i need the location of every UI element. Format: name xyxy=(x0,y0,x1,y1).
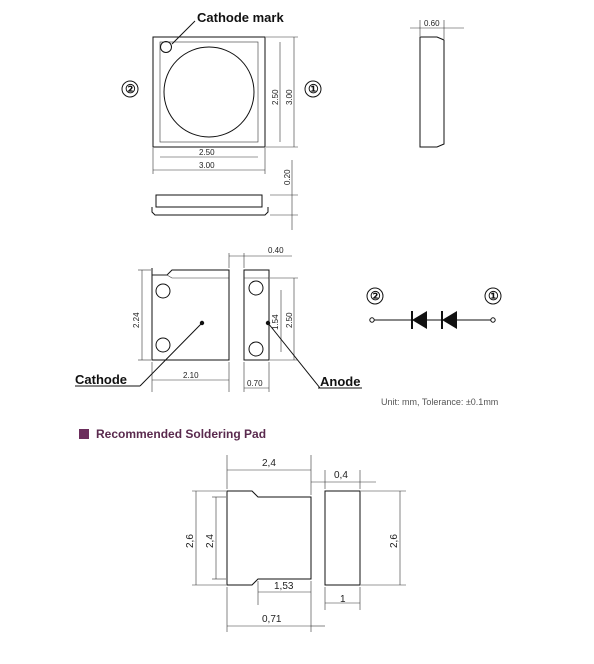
top-view: Cathode mark 2.50 3.00 2.50 3.00 ② ① xyxy=(121,10,322,174)
anode-label: Anode xyxy=(320,374,360,389)
pad-dim-width-top: 2,4 xyxy=(262,458,276,469)
dim-pad-gap: 0.40 xyxy=(268,246,284,255)
pin2-label-diode: ② xyxy=(370,289,381,303)
dim-top-height-inner: 2.50 xyxy=(271,89,280,105)
pin1-label-top: ① xyxy=(308,82,319,96)
cathode-label: Cathode xyxy=(75,372,127,387)
unit-tolerance-note: Unit: mm, Tolerance: ±0.1mm xyxy=(381,397,498,407)
dim-bottom-left-width: 2.10 xyxy=(183,371,199,380)
dim-bottom-left-height: 2.24 xyxy=(132,312,141,328)
bottom-view: 0.40 2.24 1.54 2.50 2.10 0.70 Cathode An… xyxy=(75,246,362,392)
side-view-right: 0.60 xyxy=(410,19,464,148)
pad-dim-right-height: 2,6 xyxy=(389,534,400,548)
dim-bottom-right-width: 0.70 xyxy=(247,379,263,388)
pad-dim-gap-width: 1,53 xyxy=(274,581,294,592)
diode-symbol: ② ① xyxy=(366,287,502,329)
dim-top-width-outer: 3.00 xyxy=(199,161,215,170)
pin2-label-top: ② xyxy=(125,82,136,96)
cathode-mark-label: Cathode mark xyxy=(197,10,284,25)
pad-dim-left-height-outer: 2,6 xyxy=(185,534,196,548)
dim-bottom-right-inner: 1.54 xyxy=(271,314,280,330)
dim-top-width-inner: 2.50 xyxy=(199,148,215,157)
pad-dim-right-width: 0,4 xyxy=(334,470,348,481)
pin1-label-diode: ① xyxy=(488,289,499,303)
dim-side-height: 0.20 xyxy=(283,169,292,185)
pad-dim-left-height-inner: 2,4 xyxy=(205,534,216,548)
side-view-profile: 0.20 xyxy=(151,160,298,230)
section-title: Recommended Soldering Pad xyxy=(96,427,266,441)
soldering-pad-drawing: 2,4 0,4 2,6 2,4 2,6 1,53 1 0,71 xyxy=(185,455,406,632)
dim-side-thickness: 0.60 xyxy=(424,19,440,28)
pad-dim-bottom-width: 0,71 xyxy=(262,614,282,625)
dim-bottom-right-outer: 2.50 xyxy=(285,312,294,328)
dim-top-height-outer: 3.00 xyxy=(285,89,294,105)
pad-dim-small-right: 1 xyxy=(340,594,346,605)
section-marker xyxy=(79,429,89,439)
